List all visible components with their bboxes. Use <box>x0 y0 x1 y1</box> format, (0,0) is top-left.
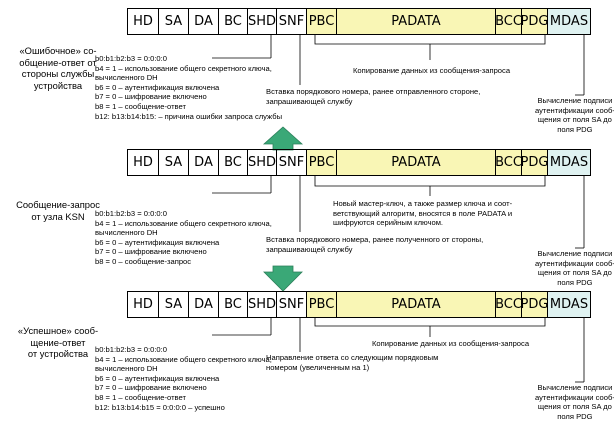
field-cell: BCC <box>495 291 522 318</box>
field-cell: MDAS <box>547 149 591 176</box>
field-cell: PBC <box>306 291 337 318</box>
field-cell: BC <box>218 149 248 176</box>
field-cell: BCC <box>495 8 522 35</box>
label-error-response: «Ошибочное» со- общение-ответ от стороны… <box>19 45 97 91</box>
field-cell: SHD <box>247 149 277 176</box>
field-cell: PADATA <box>336 149 496 176</box>
note-bits-1: b0:b1:b2:b3 = 0:0:0:0 b4 = 1 – использов… <box>95 54 283 121</box>
note-snf-3: Направление ответа со следующим порядков… <box>266 353 439 372</box>
note-padata-2: Новый мастер-ключ, а также размер ключа … <box>333 199 513 228</box>
field-cell: BCC <box>495 149 522 176</box>
field-cell: SA <box>158 291 189 318</box>
field-cell: BC <box>218 291 248 318</box>
field-cell: MDAS <box>547 291 591 318</box>
field-cell: HD <box>127 149 159 176</box>
field-cell: PBC <box>306 8 337 35</box>
field-cell: MDAS <box>547 8 591 35</box>
field-cell: SNF <box>276 291 307 318</box>
field-cell: SHD <box>247 8 277 35</box>
field-cell: HD <box>127 291 159 318</box>
field-cell: PDG <box>521 291 548 318</box>
note-copy-1: Копирование данных из сообщения-запроса <box>353 66 511 75</box>
field-cell: BC <box>218 8 248 35</box>
field-cell: PDG <box>521 149 548 176</box>
note-bits-3: b0:b1:b2:b3 = 0:0:0:0 b4 = 1 – использов… <box>95 345 272 412</box>
field-cell: PBC <box>306 149 337 176</box>
note-snf-2: Вставка порядкового номера, ранее получе… <box>266 235 484 254</box>
field-cell: HD <box>127 8 159 35</box>
field-cell: SHD <box>247 291 277 318</box>
field-cell: DA <box>188 149 219 176</box>
field-cell: DA <box>188 291 219 318</box>
field-cell: SA <box>158 149 189 176</box>
note-mdas-3: Вычисление подписи аутентификации сооб- … <box>535 383 614 421</box>
field-cell: SNF <box>276 8 307 35</box>
field-cell: DA <box>188 8 219 35</box>
field-cell: SNF <box>276 149 307 176</box>
field-cell: PDG <box>521 8 548 35</box>
note-snf-1: Вставка порядкового номера, ранее отправ… <box>266 87 481 106</box>
field-cell: SA <box>158 8 189 35</box>
field-cell: PADATA <box>336 291 496 318</box>
label-request: Сообщение-запрос от узла KSN <box>16 199 100 222</box>
note-mdas-1: Вычисление подписи аутентификации сооб- … <box>535 96 614 134</box>
down-arrow <box>263 265 303 292</box>
up-arrow <box>262 126 304 151</box>
field-cell: PADATA <box>336 8 496 35</box>
note-copy-3: Копирование данных из сообщения-запроса <box>372 339 530 348</box>
label-success-response: «Успешное» сооб- щение-ответ от устройст… <box>17 325 99 359</box>
note-mdas-2: Вычисление подписи аутентификации сооб- … <box>535 249 614 287</box>
note-bits-2: b0:b1:b2:b3 = 0:0:0:0 b4 = 1 – использов… <box>95 209 272 266</box>
